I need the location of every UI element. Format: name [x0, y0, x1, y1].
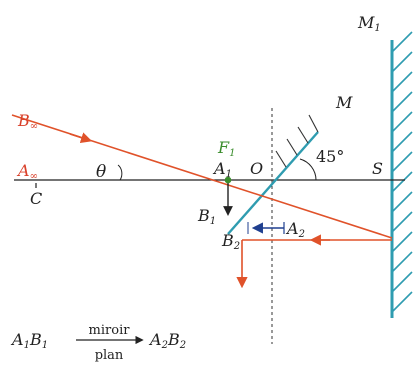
incident-ray-arrow	[69, 132, 93, 144]
label-b1: B1	[197, 206, 216, 227]
formula-a1b1: A1B1	[10, 330, 48, 351]
label-f1: F1	[217, 138, 235, 159]
label-a1: A1	[212, 159, 232, 180]
label-b2: B2	[221, 231, 240, 252]
angle-arc-45	[299, 158, 317, 181]
mirror-m	[227, 114, 319, 235]
label-s: S	[372, 159, 383, 178]
formula-a2b2: A2B2	[148, 330, 186, 351]
label-o: O	[250, 159, 263, 178]
label-angle-45: 45°	[316, 147, 344, 166]
label-b-inf: B∞	[17, 111, 38, 132]
formula-arrow-top: miroir	[89, 323, 131, 338]
mirror-m1	[390, 31, 413, 318]
formula-mirror-image: A1B1 miroir plan A2B2	[10, 323, 186, 363]
label-theta: θ	[96, 162, 106, 182]
label-m: M	[335, 93, 353, 112]
angle-arc-theta	[117, 164, 123, 181]
label-a-inf: A∞	[16, 161, 38, 182]
label-c: C	[30, 189, 42, 208]
formula-arrow-bottom: plan	[95, 348, 124, 363]
label-m1: M1	[357, 13, 381, 34]
focal-point-dot	[224, 176, 232, 184]
label-a2: A2	[285, 219, 305, 240]
